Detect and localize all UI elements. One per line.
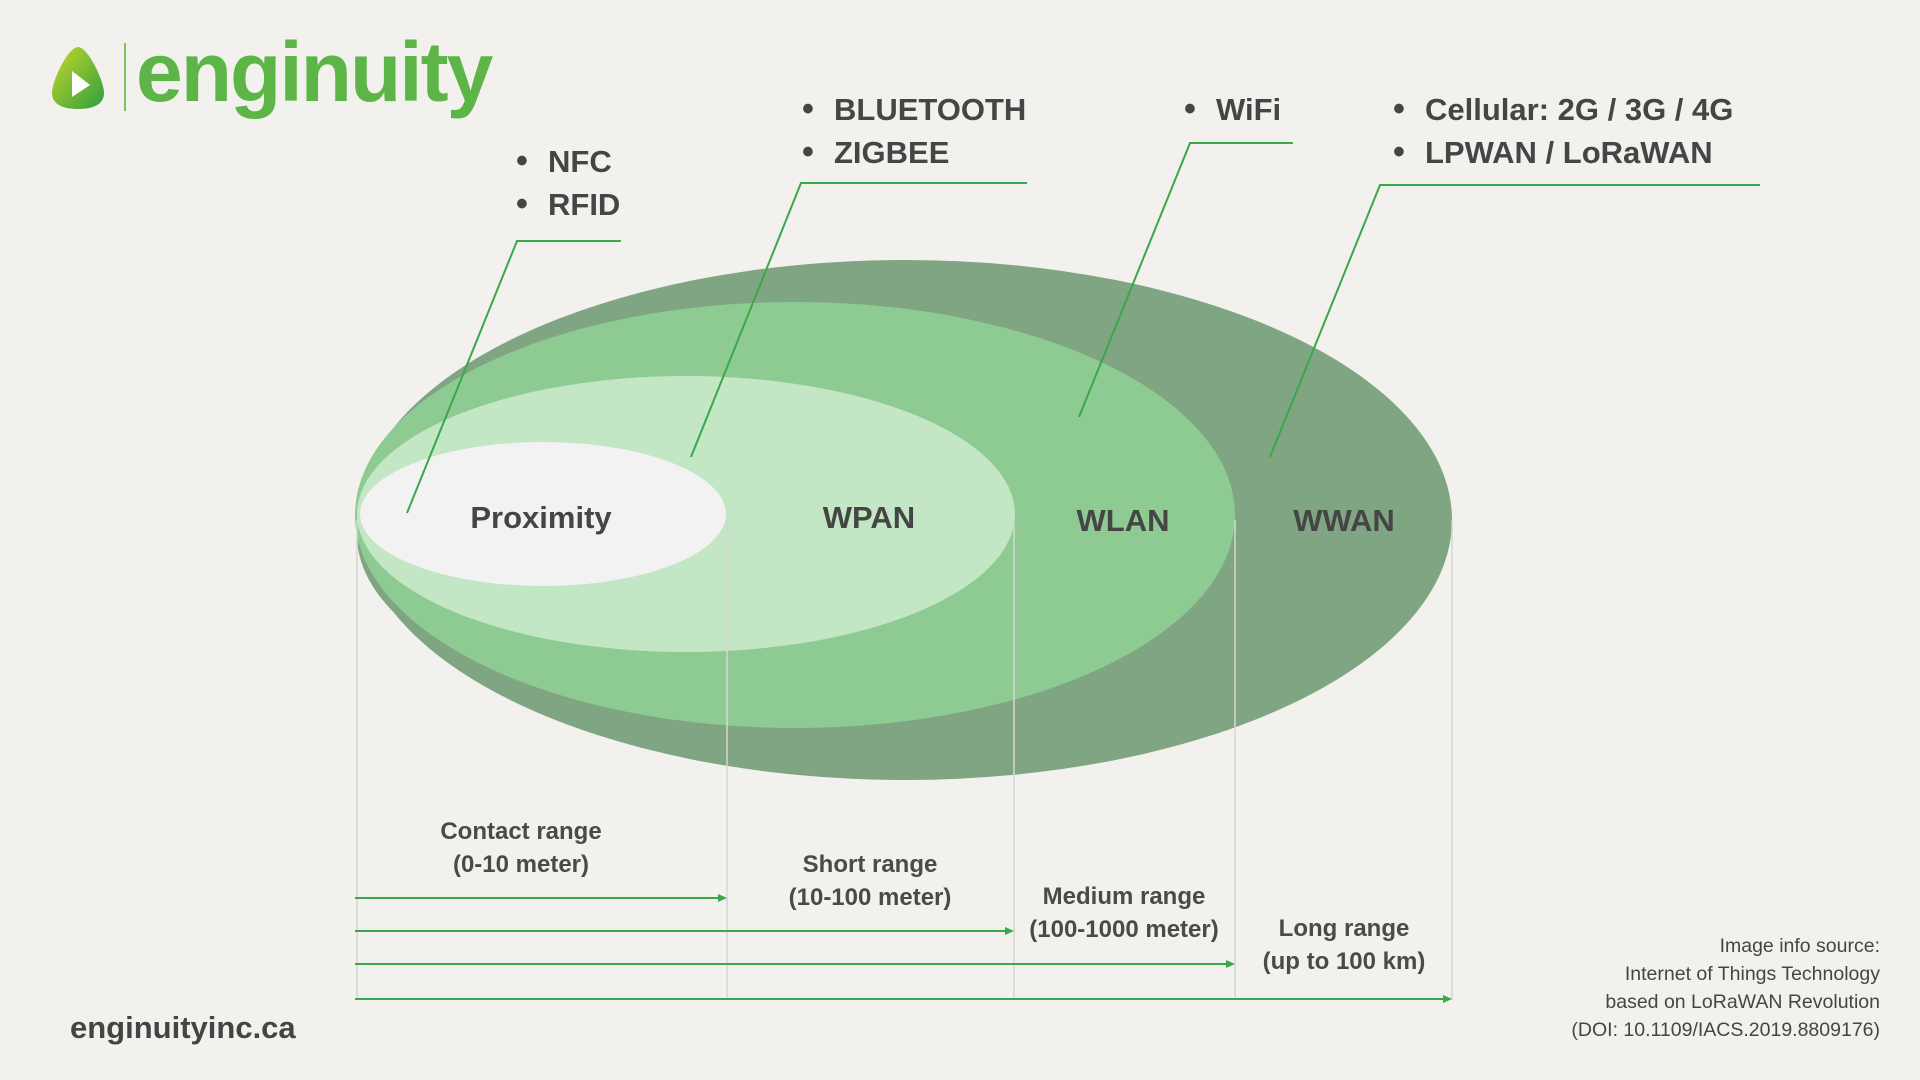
range-name: Long range: [1278, 915, 1410, 942]
range-name: Short range: [802, 851, 938, 878]
tech-item: WiFi: [1184, 88, 1281, 131]
range-label-long: Long range (up to 100 km): [1263, 912, 1426, 978]
range-label-medium: Medium range (100-1000 meter): [1029, 880, 1218, 946]
enginuity-logo: enginuity: [48, 30, 493, 114]
tech-item: BLUETOOTH: [802, 88, 1026, 131]
zone-label-wwan: WWAN: [1293, 503, 1395, 538]
range-distance: (10-100 meter): [788, 884, 952, 911]
wpan-technologies: BLUETOOTH ZIGBEE: [802, 88, 1026, 174]
website-url: enginuityinc.ca: [70, 1010, 296, 1045]
wwan-technologies: Cellular: 2G / 3G / 4G LPWAN / LoRaWAN: [1393, 88, 1733, 174]
tech-item: NFC: [516, 140, 620, 183]
logo-divider: [124, 43, 126, 111]
range-distance: (100-1000 meter): [1029, 916, 1219, 943]
range-name: Medium range: [1042, 883, 1206, 910]
wlan-technologies: WiFi: [1184, 88, 1281, 131]
range-distance: (up to 100 km): [1262, 948, 1426, 975]
proximity-technologies: NFC RFID: [516, 140, 620, 226]
tech-item: LPWAN / LoRaWAN: [1393, 131, 1733, 174]
range-guides: [356, 520, 1453, 1000]
range-name: Contact range: [440, 818, 602, 845]
source-line: Internet of Things Technology: [1624, 963, 1880, 985]
range-arrow-medium-head: [1226, 960, 1235, 968]
zone-label-wlan: WLAN: [1076, 503, 1170, 538]
source-line: Image info source:: [1719, 935, 1880, 957]
source-line: (DOI: 10.1109/IACS.2019.8809176): [1571, 1019, 1880, 1041]
leader-line-wpan: [690, 182, 1027, 458]
tech-item: Cellular: 2G / 3G / 4G: [1393, 88, 1733, 131]
leader-line-wlan: [1078, 142, 1293, 418]
image-source-citation: Image info source: Internet of Things Te…: [1571, 932, 1880, 1044]
zone-label-proximity: Proximity: [470, 500, 612, 535]
range-distance: (0-10 meter): [452, 851, 590, 878]
zone-label-wpan: WPAN: [822, 500, 916, 535]
source-line: based on LoRaWAN Revolution: [1605, 991, 1880, 1013]
range-arrow-contact-head: [718, 894, 727, 902]
range-arrow-short-head: [1005, 927, 1014, 935]
range-label-contact: Contact range (0-10 meter): [440, 815, 601, 881]
range-label-short: Short range (10-100 meter): [789, 848, 952, 914]
proximity-zone: [360, 442, 726, 586]
leader-line-wwan: [1269, 184, 1760, 458]
enginuity-logo-icon: [52, 47, 104, 109]
leader-line-proximity: [406, 240, 621, 514]
brand-name: enginuity: [136, 25, 493, 119]
tech-item: ZIGBEE: [802, 131, 1026, 174]
tech-item: RFID: [516, 183, 620, 226]
range-arrow-long-head: [1443, 995, 1452, 1003]
